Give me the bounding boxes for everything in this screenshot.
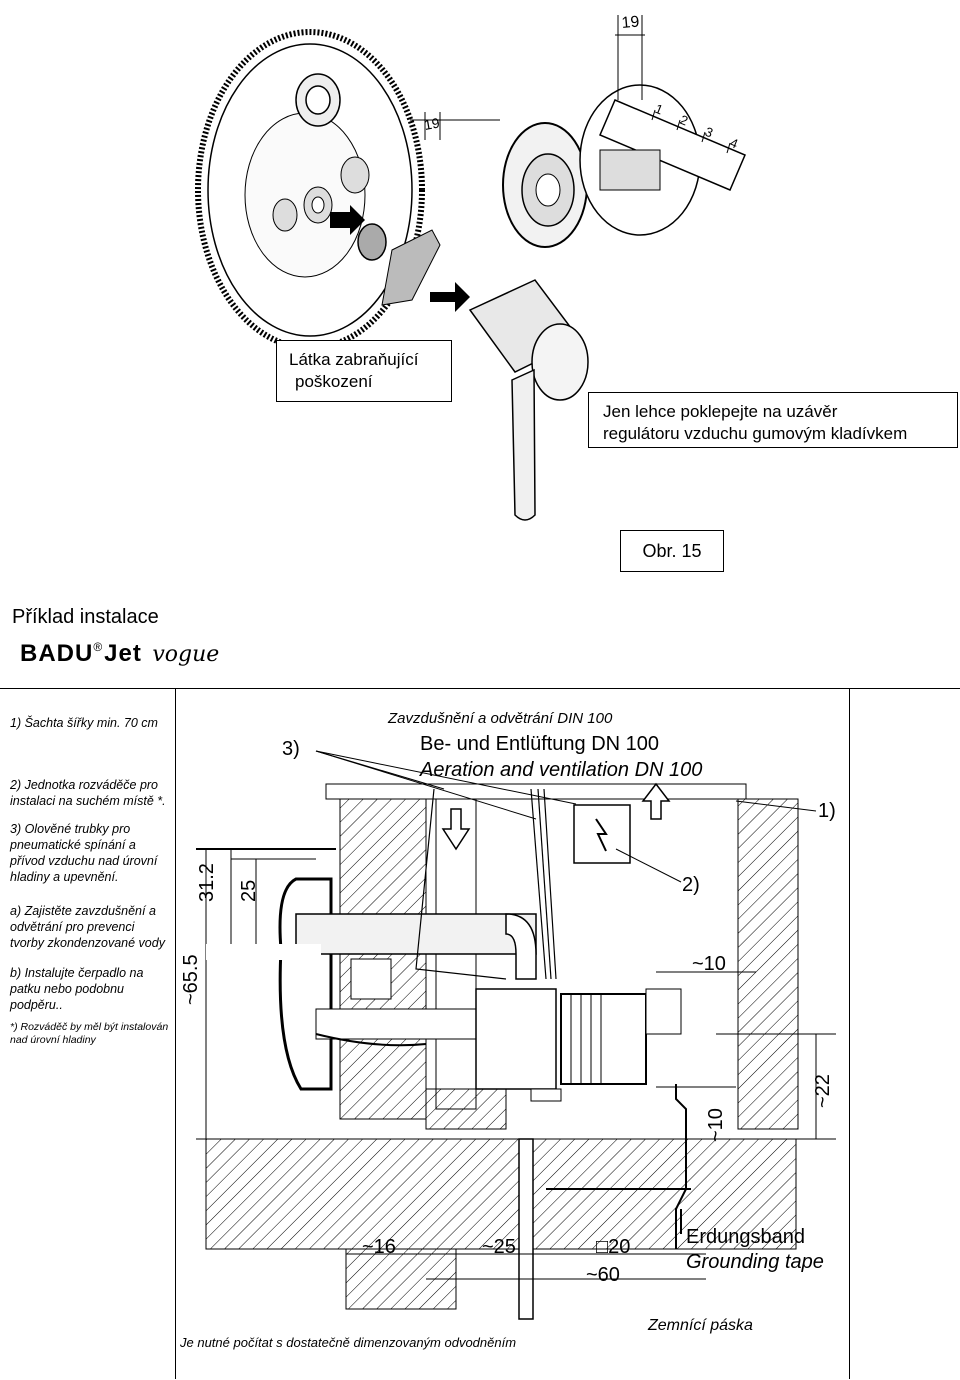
diagram-title-cz: Zavzdušnění a odvětrání DIN 100 bbox=[388, 710, 613, 727]
logo-registered: ® bbox=[93, 640, 103, 654]
grounding-label-cz: Zemnící páska bbox=[648, 1317, 753, 1334]
note-a: a) Zajistěte zavzdušnění a odvětrání pro… bbox=[10, 904, 165, 950]
callout-tap-line-2: regulátoru vzduchu gumovým kladívkem bbox=[603, 424, 908, 443]
drain-note: Je nutné počítat s dostatečně dimenzovan… bbox=[180, 1335, 517, 1350]
label-3: 3) bbox=[282, 738, 300, 760]
note-star: *) Rozváděč by měl být instalován nad úr… bbox=[10, 1021, 169, 1046]
logo-jet: Jet bbox=[104, 640, 142, 667]
pneumatic-tubes bbox=[415, 788, 557, 980]
installation-notes: 1) Šachta šířky min. 70 cm 2) Jednotka r… bbox=[10, 715, 170, 1059]
callout-protective-line-2: poškození bbox=[295, 372, 373, 391]
logo-script: vogue bbox=[152, 642, 220, 667]
panel-divider-left bbox=[175, 688, 176, 1379]
ventilation-arrows bbox=[441, 782, 671, 851]
pump-motor bbox=[475, 988, 682, 1102]
badu-jet-logo: BADU®Jet vogue bbox=[20, 640, 219, 670]
wall-fitting-disc bbox=[195, 29, 470, 351]
wall-fitting-section bbox=[278, 877, 537, 1091]
figure-number-text: Obr. 15 bbox=[642, 541, 702, 561]
note-b: b) Instalujte čerpadlo na patku nebo pod… bbox=[10, 966, 144, 1012]
scale-tick-3: 3 bbox=[703, 124, 715, 141]
installation-panel bbox=[0, 688, 960, 1380]
grounding-label-en: Grounding tape bbox=[686, 1251, 824, 1273]
panel-divider-right bbox=[849, 688, 850, 1379]
drain-pipe bbox=[518, 1138, 534, 1320]
dim-19-cap: 19 bbox=[423, 114, 441, 132]
dim-20: □20 bbox=[596, 1236, 631, 1258]
label-2: 2) bbox=[682, 874, 700, 896]
callout-tap-gently: Jen lehce poklepejte na uzávěr regulátor… bbox=[588, 392, 958, 448]
dim-22: ~22 bbox=[812, 1074, 834, 1108]
dim-19-caliper: 19 bbox=[621, 13, 640, 31]
diagram-title-en: Aeration and ventilation DN 100 bbox=[420, 759, 703, 781]
label-1: 1) bbox=[818, 800, 836, 822]
installation-figure: 19 19 1 2 3 4 bbox=[195, 13, 746, 521]
caliper-measurement bbox=[579, 15, 746, 236]
callout-protective-fabric: Látka zabraňující poškození bbox=[276, 340, 452, 402]
dimension-lines bbox=[196, 848, 836, 1280]
installation-drawing bbox=[196, 750, 836, 1320]
note-box: Je nutné počítat s dostatečně dimenzovan… bbox=[176, 1317, 849, 1379]
callout-tap-line-1: Jen lehce poklepejte na uzávěr bbox=[603, 402, 838, 421]
section-title: Příklad instalace bbox=[12, 606, 159, 628]
control-unit-box bbox=[573, 804, 631, 864]
dim-60: ~60 bbox=[586, 1264, 620, 1286]
figure-number: Obr. 15 bbox=[620, 530, 724, 572]
grounding-label-de: Erdungsband bbox=[686, 1226, 805, 1248]
grounding-tape bbox=[546, 1084, 691, 1249]
dim-25-bottom: ~25 bbox=[482, 1236, 516, 1258]
logo-brand: BADU bbox=[20, 640, 94, 667]
leader-lines bbox=[315, 750, 817, 883]
dim-16: ~16 bbox=[362, 1236, 396, 1258]
dim-10-side: ~10 bbox=[705, 1108, 727, 1142]
dim-65-5: ~65.5 bbox=[180, 954, 202, 1005]
dim-25: 25 bbox=[238, 879, 260, 902]
air-regulator-cap bbox=[410, 112, 588, 248]
scale-tick-4: 4 bbox=[728, 135, 740, 152]
diagram-title-de: Be- und Entlüftung DN 100 bbox=[420, 733, 660, 755]
note-2: 2) Jednotka rozváděče pro instalaci na s… bbox=[10, 778, 166, 808]
callout-protective-line-1: Látka zabraňující bbox=[289, 350, 419, 369]
note-1: 1) Šachta šířky min. 70 cm bbox=[10, 716, 158, 730]
dim-10-top: ~10 bbox=[692, 953, 726, 975]
dim-31-2: 31.2 bbox=[196, 863, 218, 902]
rubber-mallet bbox=[468, 279, 589, 521]
note-3: 3) Olověné trubky pro pneumatické spínán… bbox=[10, 822, 158, 884]
